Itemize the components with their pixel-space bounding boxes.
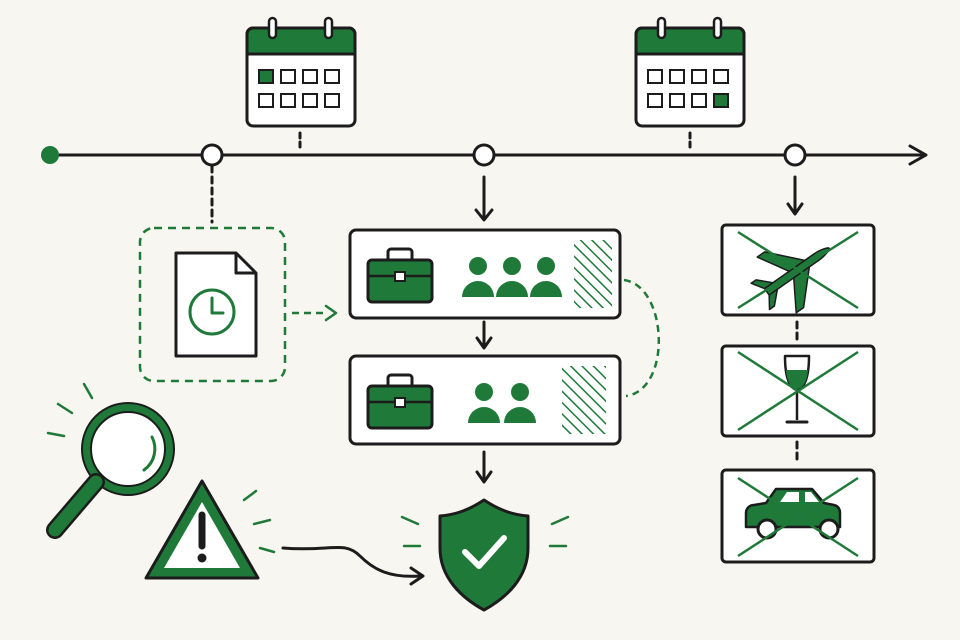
work-block-1 bbox=[348, 228, 622, 320]
calendar-icon bbox=[634, 16, 746, 128]
hatched-block bbox=[574, 240, 612, 308]
people-icon bbox=[468, 383, 536, 423]
magnifier-icon bbox=[46, 402, 175, 539]
briefcase-icon bbox=[366, 247, 434, 304]
timeline-node-2 bbox=[472, 143, 496, 167]
document-clock-group bbox=[138, 226, 338, 383]
shield-check-icon bbox=[438, 498, 530, 612]
no-alcohol-icon bbox=[720, 344, 876, 438]
no-car-icon bbox=[720, 468, 876, 564]
sparkle-lines bbox=[400, 515, 570, 548]
hatched-block bbox=[562, 366, 606, 434]
people-icon bbox=[462, 257, 562, 297]
work-block-2 bbox=[348, 354, 622, 446]
no-flight-icon bbox=[720, 223, 876, 317]
timeline-node-1 bbox=[200, 143, 224, 167]
timeline-node-3 bbox=[783, 143, 807, 167]
document-clock-icon bbox=[174, 251, 258, 358]
sparkle-lines bbox=[242, 489, 276, 554]
calendar-icon bbox=[245, 16, 357, 128]
briefcase-icon bbox=[366, 373, 434, 430]
sparkle-lines bbox=[46, 382, 94, 438]
warning-icon bbox=[144, 479, 260, 580]
timeline bbox=[41, 131, 928, 167]
timeline-start-dot bbox=[41, 146, 59, 164]
